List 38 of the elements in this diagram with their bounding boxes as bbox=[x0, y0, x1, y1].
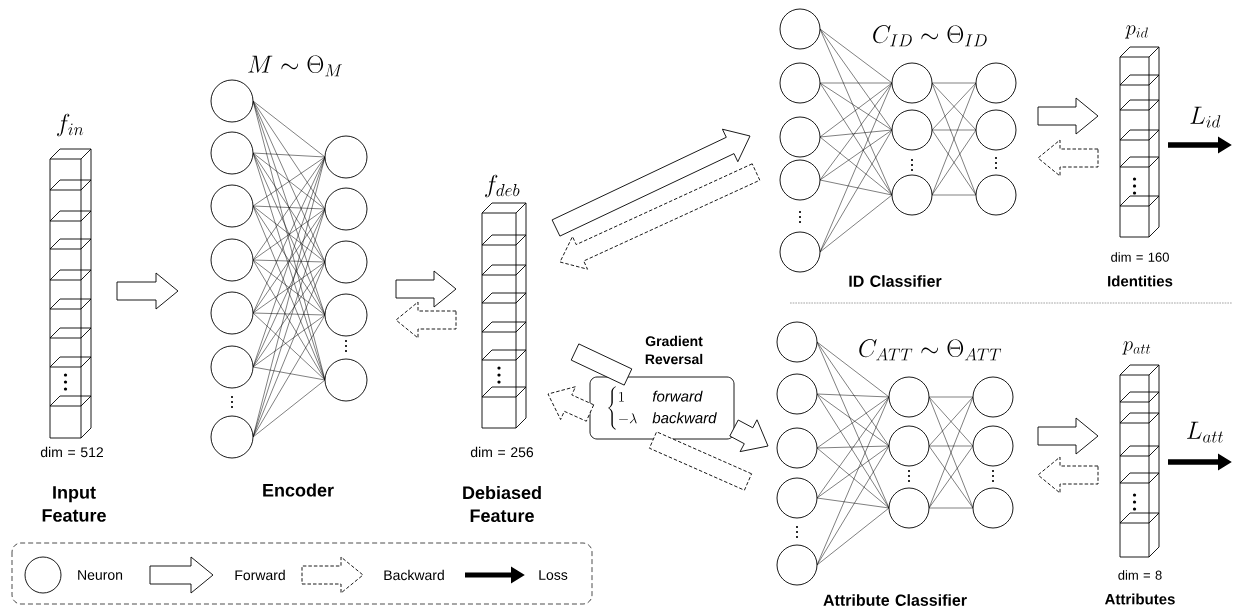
legend-label: Loss bbox=[539, 570, 568, 580]
formula-label: $p_{id}$ bbox=[1124, 25, 1148, 39]
caption-label: ID Classifier bbox=[849, 275, 942, 287]
caption-label: Attribute Classifier bbox=[823, 594, 967, 606]
forward-arrow bbox=[116, 272, 179, 310]
dimension-label: dim = 160 bbox=[1111, 252, 1169, 262]
backward-arrow bbox=[547, 386, 595, 422]
backward-arrow bbox=[1037, 456, 1099, 494]
legend-label: Backward bbox=[384, 569, 444, 581]
caption-label: Identities bbox=[1108, 275, 1173, 287]
formula-label: $f_{deb}$ bbox=[485, 174, 520, 198]
dimension-label: dim = 8 bbox=[1118, 570, 1162, 580]
forward-arrow bbox=[729, 419, 769, 453]
backward-arrow bbox=[395, 301, 457, 339]
caption-label: Gradient Reversal bbox=[645, 335, 703, 365]
caption-label: Attributes bbox=[1104, 593, 1175, 605]
backward-arrow bbox=[559, 163, 761, 270]
formula-label: $M\sim\Theta_{M}$ bbox=[248, 55, 342, 77]
backward-arrow-shaft bbox=[648, 431, 753, 491]
loss-label: $L_{id}$ bbox=[1188, 105, 1222, 129]
legend-label: Neuron bbox=[78, 570, 123, 580]
forward-arrow bbox=[1037, 417, 1099, 455]
legend-label: Forward bbox=[235, 569, 285, 581]
forward-arrow-shaft bbox=[570, 343, 633, 386]
caption-label: Debiased Feature bbox=[463, 485, 541, 523]
formula-label: $C_{ID}\sim\Theta_{ID}$ bbox=[873, 25, 987, 47]
forward-arrow bbox=[551, 128, 751, 237]
loss-label: $L_{att}$ bbox=[1184, 420, 1226, 444]
backward-arrow bbox=[1037, 139, 1099, 177]
dimension-label: dim = 512 bbox=[40, 446, 103, 458]
formula-label: $f_{in}$ bbox=[57, 113, 84, 137]
formula-label: $p_{att}$ bbox=[1122, 341, 1151, 355]
forward-arrow bbox=[1037, 97, 1099, 135]
dimension-label: dim = 256 bbox=[470, 446, 534, 458]
caption-label: Encoder bbox=[263, 483, 334, 497]
forward-arrow bbox=[395, 270, 457, 308]
formula-label: $C_{ATT}\sim\Theta_{ATT}$ bbox=[859, 339, 1002, 361]
caption-label: Input Feature bbox=[42, 486, 106, 522]
